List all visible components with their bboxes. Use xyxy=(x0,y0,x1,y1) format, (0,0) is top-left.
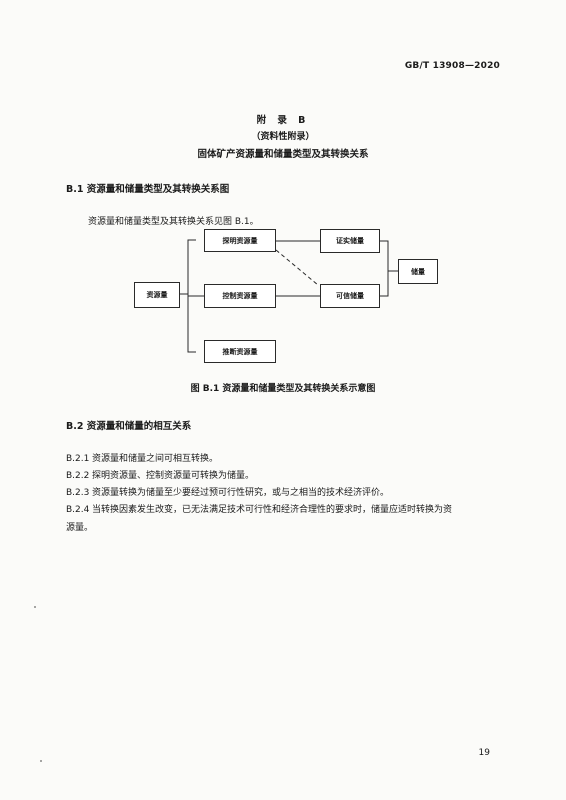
clause-number: B.2.1 xyxy=(66,454,90,464)
annex-label: 附 录 B xyxy=(256,115,310,126)
scan-speck xyxy=(34,606,36,608)
figure-caption: 图 B.1 资源量和储量类型及其转换关系示意图 xyxy=(190,384,376,394)
clause-text: 资源量和储量之间可相互转换。 xyxy=(92,454,219,464)
clause-number: B.2.2 xyxy=(66,471,90,481)
annex-heading: 固体矿产资源量和储量类型及其转换关系 xyxy=(197,149,369,160)
annex-type: （资料性附录） xyxy=(251,132,315,142)
standard-number: GB/T 13908—2020 xyxy=(404,61,500,71)
clause-number: B.2.3 xyxy=(66,488,90,498)
clause-text: 探明资源量、控制资源量可转换为储量。 xyxy=(92,471,255,481)
node-probable: 可信储量 xyxy=(320,284,380,308)
clause-b24-continued: 源量。 xyxy=(66,523,94,533)
clause-number: B.2.4 xyxy=(66,505,90,515)
section-b1-intro: 资源量和储量类型及其转换关系见图 B.1。 xyxy=(88,217,259,227)
section-b2-heading: B.2 资源量和储量的相互关系 xyxy=(66,421,192,432)
section-b1-heading: B.1 资源量和储量类型及其转换关系图 xyxy=(66,184,230,195)
node-measured: 探明资源量 xyxy=(204,229,276,252)
node-indicated: 控制资源量 xyxy=(204,284,276,308)
node-inferred: 推断资源量 xyxy=(204,340,276,363)
node-reserves: 储量 xyxy=(398,259,438,284)
node-proved: 证实储量 xyxy=(320,229,380,253)
clause-text: 资源量转换为储量至少要经过预可行性研究，或与之相当的技术经济评价。 xyxy=(92,488,390,498)
page-number: 19 xyxy=(478,748,490,758)
clause-text: 当转换因素发生改变，已无法满足技术可行性和经济合理性的要求时，储量应适时转换为资 xyxy=(92,505,453,515)
node-resources: 资源量 xyxy=(134,282,180,308)
scan-speck xyxy=(40,760,42,762)
